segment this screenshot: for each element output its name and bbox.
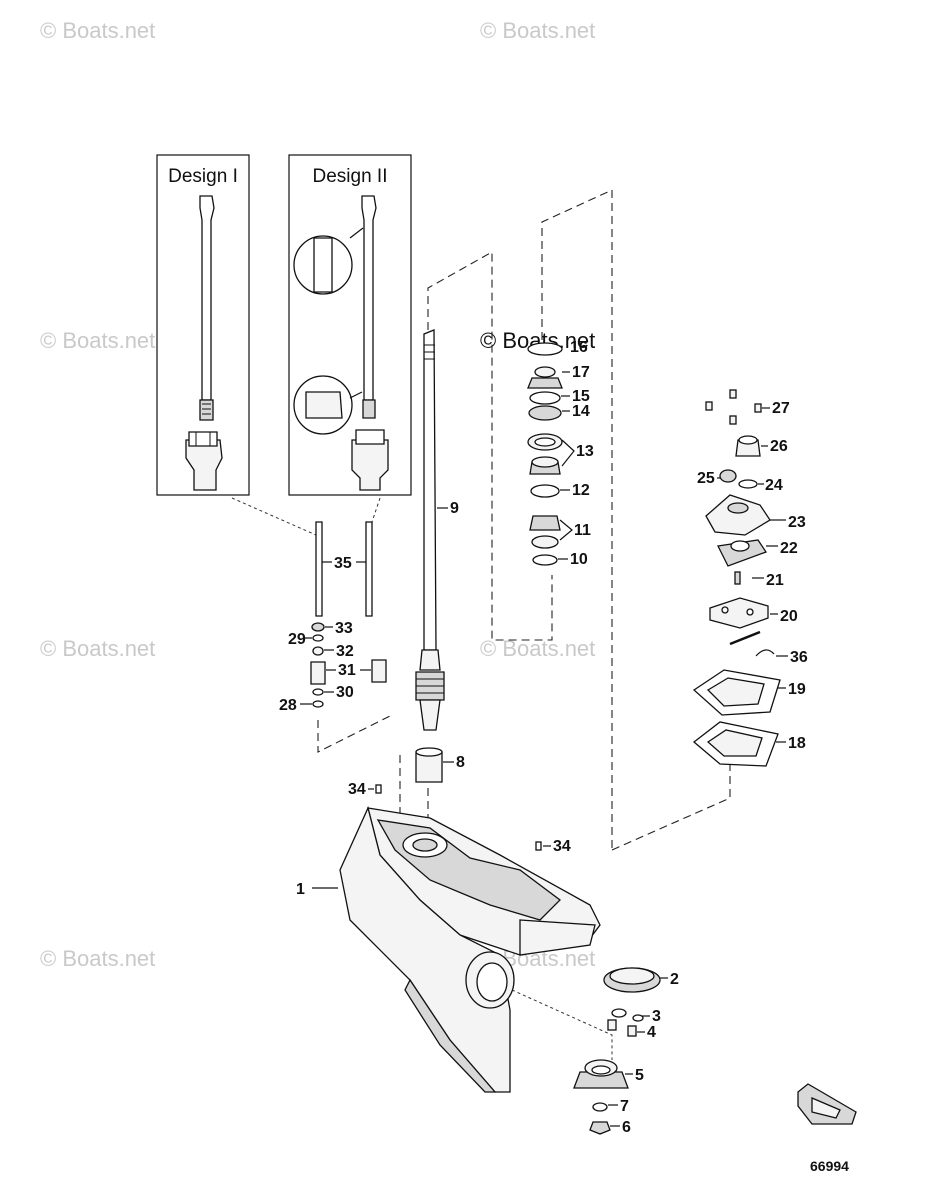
design-2-shaft-illustration: [293, 195, 389, 491]
callout-13: 13: [576, 443, 594, 460]
callout-5: 5: [635, 1067, 644, 1084]
design-2-box: Design II: [288, 154, 412, 496]
callout-9: 9: [450, 500, 459, 517]
design-2-label: Design II: [313, 166, 388, 187]
callout-14: 14: [572, 403, 590, 420]
callout-19: 19: [788, 681, 806, 698]
callout-7: 7: [620, 1098, 629, 1115]
callout-27: 27: [772, 400, 790, 417]
callout-16: 16: [570, 339, 588, 356]
callout-34: 34: [348, 781, 366, 798]
callout-29: 29: [288, 631, 306, 648]
part-34-pins: 34 34: [348, 781, 571, 855]
callout-31: 31: [338, 662, 356, 679]
callout-3: 3: [652, 1008, 661, 1025]
design-1-shaft-illustration: [185, 195, 223, 491]
callout-30: 30: [336, 684, 354, 701]
center-stack: 16 17 15 14 13 12 11 10: [527, 339, 594, 568]
callout-12: 12: [572, 482, 590, 499]
diagram-number: 66994: [810, 1158, 849, 1174]
callout-20: 20: [780, 608, 798, 625]
callout-34: 34: [553, 838, 571, 855]
design-1-label: Design I: [168, 166, 238, 187]
callout-15: 15: [572, 388, 590, 405]
callout-24: 24: [765, 477, 783, 494]
callout-2: 2: [670, 971, 679, 988]
left-parts: 35 33 29 32 31 30 28: [279, 521, 387, 714]
watermark: © Boats.net: [40, 328, 155, 353]
watermark: © Boats.net: [480, 18, 595, 43]
callout-36: 36: [790, 649, 808, 666]
watermark: © Boats.net: [40, 946, 155, 971]
callout-32: 32: [336, 643, 354, 660]
part-1-gear-housing: 1: [296, 806, 601, 1093]
callout-10: 10: [570, 551, 588, 568]
callout-23: 23: [788, 514, 806, 531]
callout-22: 22: [780, 540, 798, 557]
design-1-box: Design I: [156, 154, 250, 496]
location-thumbnail: [797, 1083, 857, 1125]
callout-26: 26: [770, 438, 788, 455]
watermark: © Boats.net: [40, 636, 155, 661]
callout-28: 28: [279, 697, 297, 714]
callout-8: 8: [456, 754, 465, 771]
callout-4: 4: [647, 1024, 656, 1041]
lower-parts: 2 3 4 5 7 6: [573, 967, 679, 1136]
callout-17: 17: [572, 364, 590, 381]
watermark: © Boats.net: [40, 18, 155, 43]
callout-6: 6: [622, 1119, 631, 1136]
part-9-driveshaft: 9: [415, 329, 459, 731]
water-pump-parts: 27 26 25 24 23 22 21 20 36 19: [692, 389, 808, 767]
callout-35: 35: [334, 555, 352, 572]
callout-18: 18: [788, 735, 806, 752]
callout-1: 1: [296, 881, 305, 898]
callout-11: 11: [574, 522, 591, 539]
reference-lines: [231, 189, 731, 1060]
callout-25: 25: [697, 470, 715, 487]
part-8-bearing: 8: [415, 747, 465, 783]
callout-33: 33: [335, 620, 353, 637]
callout-21: 21: [766, 572, 784, 589]
